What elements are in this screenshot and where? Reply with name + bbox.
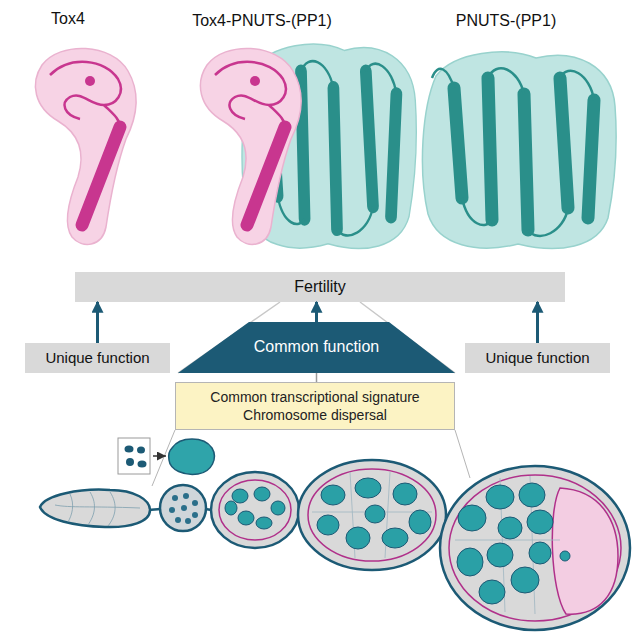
complex-structure-part (200, 48, 301, 244)
ovariole-part-part (486, 485, 514, 509)
unique-function-box: Unique function (25, 343, 170, 373)
structure-label: Tox4 (51, 10, 85, 28)
ovariole-part (298, 460, 446, 570)
ovariole-part (449, 475, 621, 621)
ovariole-part-part (560, 551, 570, 561)
ovariole-part-part (68, 494, 73, 522)
ovariole-part (317, 478, 431, 549)
node-label: Unique function (485, 348, 589, 368)
ovariole-part-part (183, 493, 189, 499)
ovariole-part (225, 487, 285, 529)
ovariole-part-part (254, 487, 270, 501)
contribution-arrow (536, 302, 539, 343)
contribution-arrow (96, 302, 99, 343)
ovariole-part-part (455, 540, 560, 541)
ovariole-part-part (185, 518, 191, 524)
ovariole-part-part (487, 543, 513, 567)
ovariole-part (440, 466, 630, 630)
dispersal-icon-part (126, 458, 134, 466)
node-label: Common transcriptional signature (210, 388, 419, 406)
ovariole-part (219, 480, 291, 540)
ovariole-part (55, 492, 140, 526)
dispersal-icon-part (153, 455, 166, 457)
ovariole-part-part (382, 528, 408, 548)
ovariole-part-part (175, 517, 181, 523)
common-function-trapezoid: Common function (178, 322, 455, 373)
ovariole-part-part (225, 501, 237, 515)
ovariole-part-part (498, 517, 522, 539)
ovariole-part-part (169, 507, 175, 513)
dispersal-icon (118, 438, 214, 474)
zoom-connector (316, 373, 318, 382)
ovariole-part (312, 472, 432, 558)
ovariole-part-part (511, 567, 539, 593)
pnuts-structure (422, 52, 616, 248)
tox4-structure-part (35, 48, 136, 244)
ovariole-part (552, 488, 618, 614)
summary-box: Common transcriptional signatureChromoso… (175, 382, 455, 430)
ovariole-part-part (321, 485, 345, 505)
ovariole-part-part (192, 512, 198, 518)
ovariole-part-part (271, 501, 285, 515)
zoom-line-part (455, 430, 470, 478)
ovariole-part (308, 469, 436, 561)
pnuts-structure-part (422, 52, 616, 248)
structure-label: PNUTS-(PP1) (456, 12, 556, 30)
ovariole-part-part (108, 492, 115, 526)
ovariole-part-part (355, 478, 381, 498)
contribution-arrow (315, 302, 318, 322)
structure-label: Tox4-PNUTS-(PP1) (192, 12, 332, 30)
ovariole-part-part (192, 500, 198, 506)
ovariole-part (40, 490, 150, 527)
ovariole-part (457, 483, 570, 604)
ovariole-part-part (172, 495, 178, 501)
dispersal-icon-part (169, 439, 215, 474)
ovariole-part-part (181, 505, 187, 511)
ovariole-part (455, 476, 560, 614)
ovariole-part-part (409, 510, 431, 534)
ovariole-part-part (256, 517, 272, 529)
node-label: Fertility (294, 277, 346, 298)
ovariole-part (169, 493, 198, 524)
dispersal-icon-part (125, 446, 134, 453)
ovariole-part-part (457, 548, 483, 576)
ovariole-part-part (393, 483, 417, 505)
dispersal-icon-part (118, 438, 150, 474)
node-label: Common function (254, 337, 379, 358)
ovariole-part-part (365, 505, 385, 523)
funnel-line (178, 302, 455, 373)
node-label: Chromosome dispersal (243, 406, 387, 424)
ovariole-part-part (238, 511, 254, 525)
ovariole-part-part (346, 527, 370, 549)
ovariole-part (211, 472, 299, 548)
fertility-band: Fertility (75, 272, 565, 302)
dispersal-icon-part (137, 447, 145, 454)
dispersal-icon-part (138, 461, 147, 468)
ovariole-part (160, 485, 206, 531)
ovariole-part-part (317, 515, 339, 535)
node-label: Unique function (45, 348, 149, 368)
tox4-structure (35, 48, 136, 244)
trapezoid-fill (178, 322, 455, 373)
ovariole-part-part (88, 492, 94, 525)
ovariole-part-part (55, 505, 140, 508)
complex-structure (200, 44, 416, 248)
ovariole-part-part (458, 505, 486, 531)
ovariole-part-part (519, 483, 545, 507)
unique-function-box: Unique function (465, 343, 610, 373)
ovariole-part-part (527, 510, 553, 534)
ovariole-part-part (479, 580, 505, 604)
ovariole-part-part (232, 489, 248, 503)
ovariole (40, 460, 630, 630)
ovariole-part-part (529, 542, 551, 564)
